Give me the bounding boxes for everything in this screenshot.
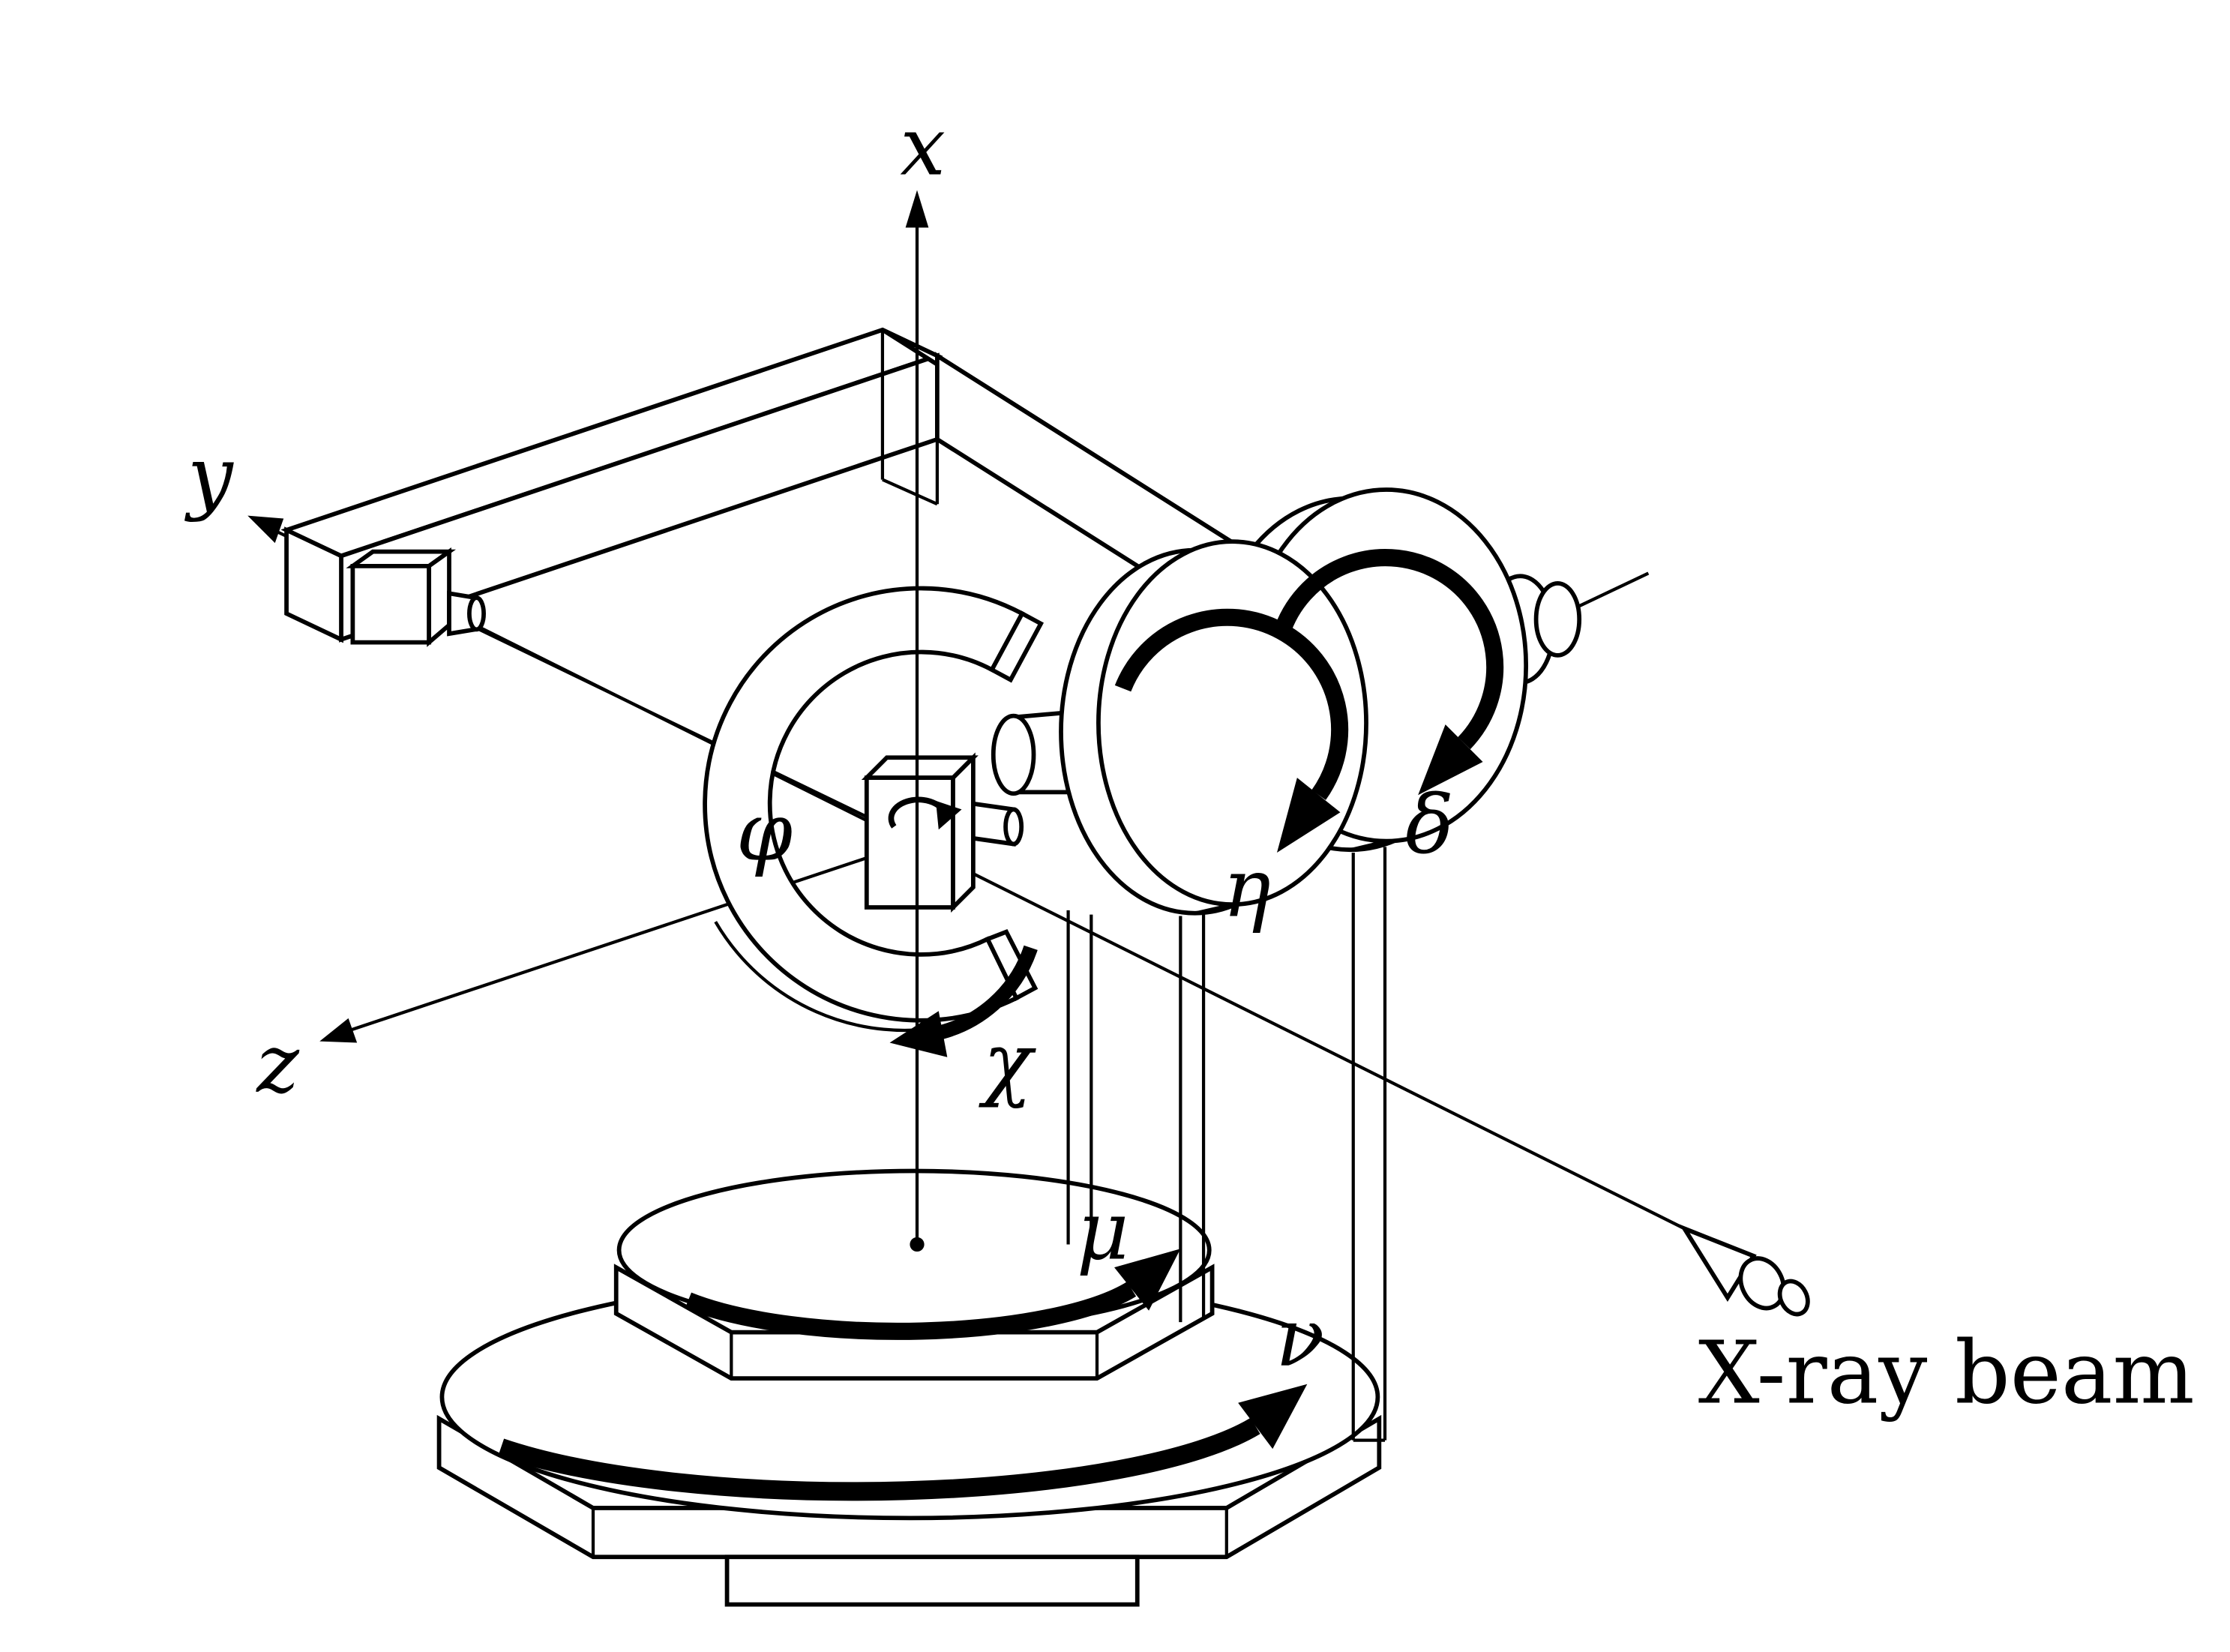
axis-x-label: x bbox=[900, 100, 946, 193]
delta-rotation-arrow bbox=[1272, 549, 1504, 750]
eta-label: η bbox=[1222, 842, 1270, 936]
phi-sample-block bbox=[861, 752, 1024, 913]
nu-label: ν bbox=[1275, 1291, 1324, 1385]
x-axis-arrowhead-icon bbox=[905, 190, 929, 228]
axis-z-label: z bbox=[255, 1018, 300, 1111]
sample-center-dot bbox=[910, 1237, 925, 1252]
mu-rotation-arrowhead-icon bbox=[1114, 1249, 1181, 1311]
xray-source-tail bbox=[1777, 1279, 1810, 1317]
arm-corner-edge-3 bbox=[882, 478, 938, 506]
eta-shaft-cap bbox=[991, 713, 1036, 796]
chi-ring-top-cap bbox=[988, 610, 1045, 683]
chi-label: χ bbox=[978, 1016, 1036, 1110]
detector-front-face bbox=[350, 563, 432, 645]
phi-label: φ bbox=[736, 786, 793, 880]
phi-block-side-face bbox=[951, 752, 976, 913]
detector-nose-cap bbox=[467, 595, 486, 632]
mu-label: μ bbox=[1077, 1185, 1129, 1279]
phi-shaft-cap bbox=[1003, 807, 1024, 847]
arm-left-endcap bbox=[284, 526, 343, 643]
support-columns bbox=[1066, 847, 1387, 1442]
xray-source-body bbox=[1738, 1256, 1786, 1311]
chi-ring-bottom-cap bbox=[985, 929, 1039, 1001]
axis-y-label: y bbox=[184, 430, 234, 523]
nu-rotation-arrowhead-icon bbox=[1238, 1384, 1308, 1450]
y-axis-arrowhead-icon bbox=[247, 515, 284, 544]
phi-rotation-arrowhead-icon bbox=[935, 800, 962, 830]
delta-label: δ bbox=[1405, 778, 1454, 872]
eta-rotation-arrowhead-icon bbox=[1276, 778, 1341, 853]
labels: x y z φ χ η δ μ ν X-ray beam bbox=[184, 100, 2195, 1423]
detector-box bbox=[346, 547, 486, 647]
z-axis-line bbox=[342, 839, 918, 1035]
xray-beam-label: X-ray beam bbox=[1698, 1324, 2195, 1424]
delta-mount-cap bbox=[1533, 580, 1582, 658]
base-plinth bbox=[724, 1555, 1140, 1607]
detector-side-face bbox=[427, 547, 451, 647]
delta-rotation-arrowhead-icon bbox=[1418, 724, 1483, 796]
phi-block-front-face bbox=[864, 775, 955, 910]
nu-rotation-arrow bbox=[498, 1417, 1260, 1501]
x-axis bbox=[905, 190, 929, 1252]
rotation-arrows bbox=[498, 549, 1504, 1501]
chi-rotation-arrowhead-icon bbox=[889, 1011, 948, 1057]
chi-rotation-arrow bbox=[931, 945, 1038, 1042]
xray-source bbox=[1679, 1224, 1810, 1317]
mu-rotation-arrow bbox=[685, 1282, 1137, 1340]
chi-cradle bbox=[703, 586, 1045, 1033]
z-axis-arrowhead-icon bbox=[319, 1018, 358, 1043]
eta-circle bbox=[1059, 539, 1368, 916]
